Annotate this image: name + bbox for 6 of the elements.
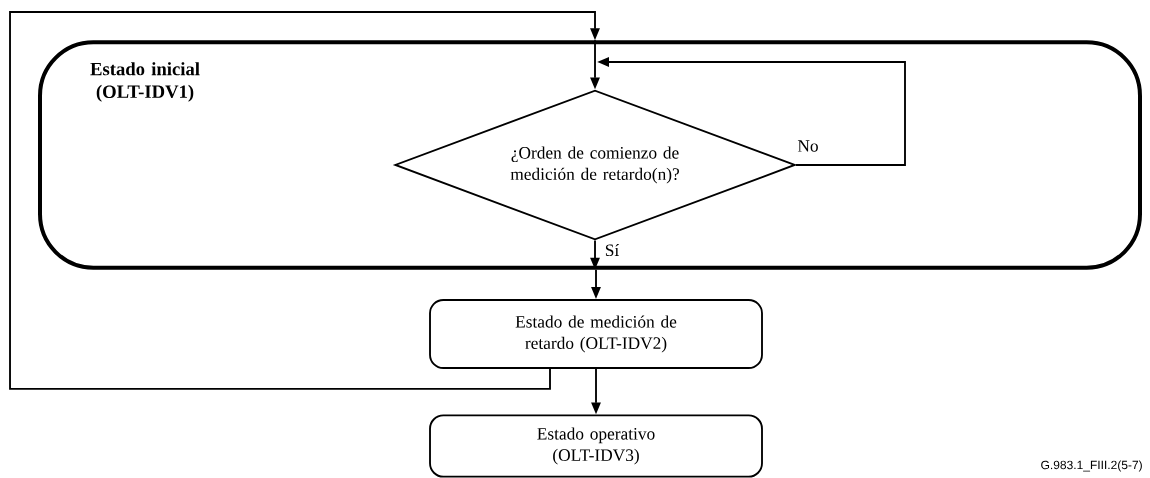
state-box: Estado operativo (OLT-IDV3) bbox=[429, 414, 763, 478]
arrow bbox=[9, 11, 600, 390]
edge-label: Sí bbox=[605, 243, 620, 257]
state-box: Estado de medición de retardo (OLT-IDV2) bbox=[429, 299, 763, 369]
edge-label: No bbox=[797, 140, 818, 152]
figure-id: G.983.1_FIII.2(5-7) bbox=[1041, 460, 1142, 472]
